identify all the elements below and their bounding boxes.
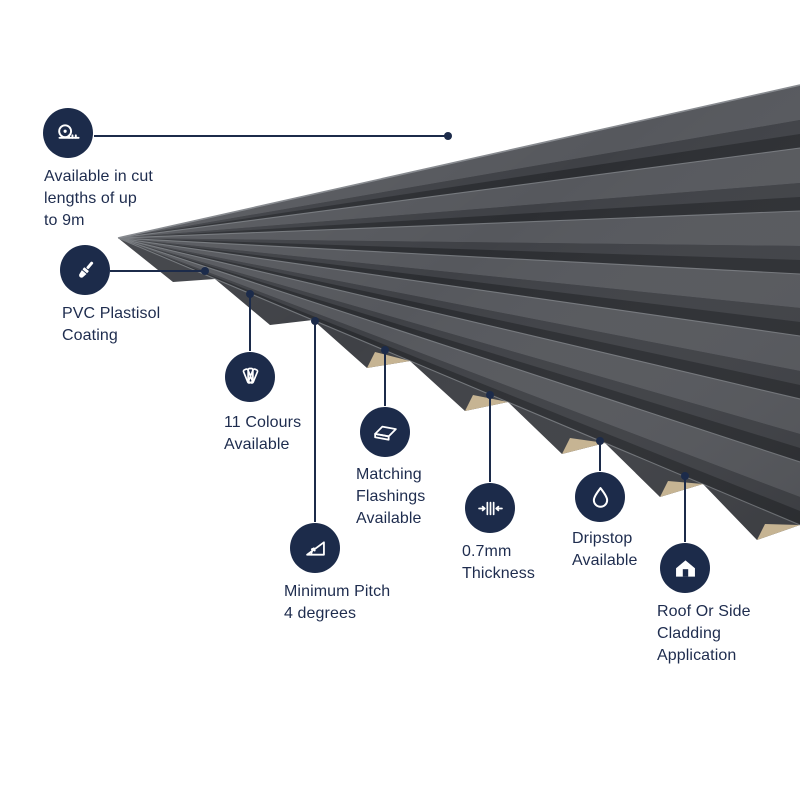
minimum-pitch-icon — [290, 523, 340, 573]
connector-dot — [311, 317, 319, 325]
connector-dot — [381, 346, 389, 354]
corrugated-sheet-image — [117, 84, 800, 540]
connector-line — [489, 395, 491, 482]
dripstop-icon — [575, 472, 625, 522]
roof-cladding-icon — [660, 543, 710, 593]
connector-line — [599, 441, 601, 471]
paint-brush-icon — [60, 245, 110, 295]
connector-line — [110, 270, 205, 272]
tape-measure-icon — [43, 108, 93, 158]
callout-label: Minimum Pitch 4 degrees — [284, 583, 391, 623]
callout-label: Dripstop Available — [572, 530, 638, 570]
connector-dot — [201, 267, 209, 275]
callout-label: PVC Plastisol Coating — [62, 305, 161, 345]
connector-dot — [681, 472, 689, 480]
connector-dot — [596, 437, 604, 445]
callout-label: Matching Flashings Available — [356, 466, 426, 528]
colour-swatch-icon — [225, 352, 275, 402]
thickness-icon — [465, 483, 515, 533]
callout-label: Roof Or Side Cladding Application — [657, 603, 751, 665]
connector-line — [384, 350, 386, 406]
callout-label: 0.7mm Thickness — [462, 543, 535, 583]
connector-dot — [486, 391, 494, 399]
callout-label: Available in cut lengths of up to 9m — [44, 168, 153, 230]
connector-line — [94, 135, 448, 137]
flashing-icon — [360, 407, 410, 457]
connector-line — [684, 476, 686, 542]
connector-dot — [444, 132, 452, 140]
callout-label: 11 Colours Available — [224, 414, 302, 454]
connector-dot — [246, 290, 254, 298]
connector-line — [249, 294, 251, 351]
connector-line — [314, 321, 316, 522]
